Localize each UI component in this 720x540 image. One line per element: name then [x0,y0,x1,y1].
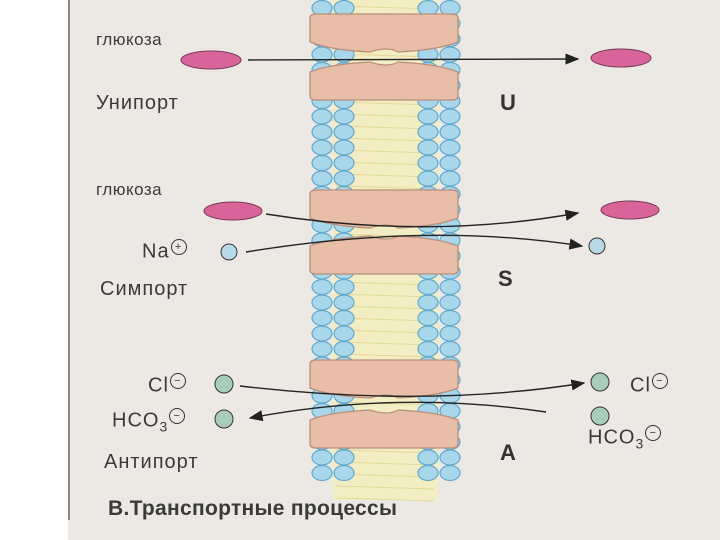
lipid-head [312,342,332,357]
lipid-head [312,109,332,124]
lipid-head [418,171,438,186]
lipid-head [334,342,354,357]
lipid-head [418,109,438,124]
chloride-ion [591,373,609,391]
lipid-head [334,326,354,341]
bicarbonate-label-right: HCO3− [588,425,661,452]
symport-letter: S [498,266,513,292]
lipid-head [418,1,438,16]
lipid-head [440,311,460,326]
sodium-ion [589,238,605,254]
bicarbonate-symbol-left: HCO [112,410,159,432]
lipid-head [418,156,438,171]
glucose-molecule [591,49,651,67]
lipid-head [312,125,332,140]
lipid-head [312,466,332,481]
bicarbonate-subscript-right: 3 [635,436,644,452]
bicarbonate-symbol-right: HCO [588,427,635,449]
minus-charge-icon: − [170,373,186,389]
textbook-page: глюкоза Унипорт U глюкоза Na+ Симпорт S … [68,0,720,540]
lipid-head [334,109,354,124]
lipid-head [312,156,332,171]
lipid-head [440,342,460,357]
protein-lower [310,236,458,274]
protein-upper [310,14,458,52]
bicarbonate-ion [591,407,609,425]
lipid-head [440,280,460,295]
bicarbonate-label-left: HCO3− [112,408,185,435]
plus-charge-icon: + [171,239,187,255]
lipid-head [334,450,354,465]
sodium-ion [221,244,237,260]
uniport-arrow [248,59,578,60]
lipid-head [440,125,460,140]
lipid-head [312,280,332,295]
lipid-head [334,466,354,481]
protein-lower [310,62,458,100]
lipid-head [440,1,460,16]
lipid-head [440,450,460,465]
lipid-head [334,1,354,16]
lipid-head [418,295,438,310]
lipid-head [418,140,438,155]
bicarbonate-ion [215,410,233,428]
lipid-head [312,295,332,310]
lipid-head [418,466,438,481]
glucose-molecule [204,202,262,220]
protein-upper [310,360,458,398]
lipid-head [312,326,332,341]
minus-charge-icon: − [645,425,661,441]
lipid-head [440,466,460,481]
lipid-head [334,140,354,155]
lipid-head [440,140,460,155]
lipid-head [418,280,438,295]
glucose-molecule [601,201,659,219]
lipid-head [418,311,438,326]
bicarbonate-subscript-left: 3 [159,419,168,435]
lipid-head [418,450,438,465]
lipid-head [334,156,354,171]
chloride-ion [215,375,233,393]
uniport-label: Унипорт [96,92,179,115]
lipid-head [334,171,354,186]
lipid-head [312,311,332,326]
lipid-head [312,140,332,155]
chloride-label-left: Cl− [148,373,186,398]
minus-charge-icon: − [169,408,185,424]
figure-caption: В.Транспортные процессы [108,497,397,521]
sodium-label: Na+ [142,239,187,264]
sodium-symbol: Na [142,241,170,263]
lipid-head [440,109,460,124]
protein-lower [310,410,458,448]
lipid-head [312,450,332,465]
minus-charge-icon: − [652,373,668,389]
lipid-head [334,311,354,326]
chloride-label-right: Cl− [630,373,668,398]
lipid-head [418,326,438,341]
uniport-letter: U [500,90,516,116]
glucose-molecule [181,51,241,69]
lipid-head [418,342,438,357]
lipid-head [312,1,332,16]
glucose-label-uniport: глюкоза [96,30,162,50]
lipid-head [440,295,460,310]
lipid-head [334,280,354,295]
lipid-head [312,171,332,186]
symport-label: Симпорт [100,278,188,301]
lipid-head [440,171,460,186]
lipid-head [334,125,354,140]
antiport-letter: A [500,440,516,466]
antiport-label: Антипорт [104,451,199,474]
lipid-head [440,156,460,171]
glucose-label-symport: глюкоза [96,180,162,200]
lipid-head [440,326,460,341]
lipid-head [334,295,354,310]
chloride-symbol-right: Cl [630,375,651,397]
lipid-head [418,125,438,140]
chloride-symbol-left: Cl [148,375,169,397]
